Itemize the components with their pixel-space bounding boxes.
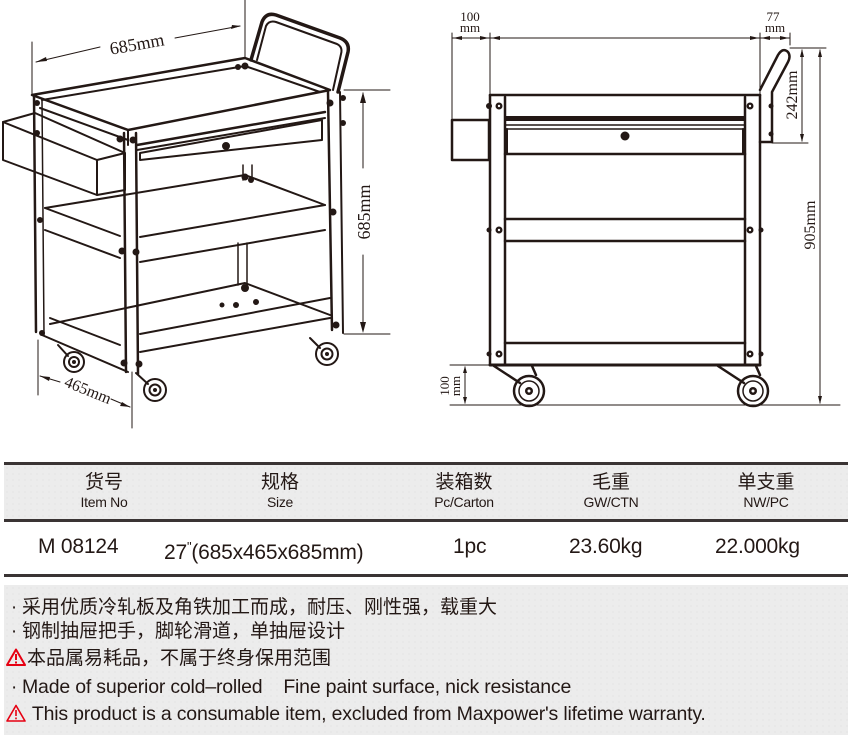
bullet-icon: · <box>10 621 18 642</box>
cell-size: 27"(685x465x685mm) <box>164 534 364 566</box>
dim-handle-offset-value: 77 <box>767 9 781 24</box>
note-item: ·Made of superior cold–rolled Fine paint… <box>6 676 571 698</box>
note-warning: 本品属易耗品，不属于终身保用范围 <box>6 648 331 670</box>
warning-triangle-icon <box>6 648 26 666</box>
note-item: ·采用优质冷轧板及角铁加工而成，耐压、刚性强，载重大 <box>6 597 497 619</box>
bullet-icon: · <box>10 597 18 618</box>
note-text: 钢制抽屉把手，脚轮滑道，单抽屉设计 <box>22 621 346 642</box>
header-pc-carton: 装箱数 Pc/Carton <box>404 472 524 510</box>
header-item-no: 货号 Item No <box>44 472 164 510</box>
table-header-row: 货号 Item No 规格 Size 装箱数 Pc/Carton 毛重 GW/C… <box>4 465 848 519</box>
perspective-view <box>2 0 391 429</box>
dim-handle-offset-unit: mm <box>765 20 785 35</box>
note-text: 本品属易耗品，不属于终身保用范围 <box>27 648 332 669</box>
note-text: 采用优质冷轧板及角铁加工而成，耐压、刚性强，载重大 <box>22 597 498 618</box>
header-size: 规格 Size <box>220 472 340 510</box>
product-notes: ·采用优质冷轧板及角铁加工而成，耐压、刚性强，载重大 ·钢制抽屉把手，脚轮滑道，… <box>4 585 848 735</box>
dim-side-tray-unit: mm <box>460 20 480 35</box>
header-gw-ctn: 毛重 GW/CTN <box>551 472 671 510</box>
cell-nw-pc: 22.000kg <box>715 535 800 558</box>
table-bottom-rule <box>4 574 848 577</box>
dim-caster-unit: mm <box>448 376 463 396</box>
cell-size-mm: (685x465x685mm) <box>191 541 364 564</box>
header-item-no-zh: 货号 <box>84 472 123 493</box>
front-view <box>449 32 841 408</box>
header-pc-carton-en: Pc/Carton <box>434 494 494 510</box>
header-gw-ctn-zh: 毛重 <box>591 472 630 493</box>
header-size-zh: 规格 <box>260 472 299 493</box>
dim-caster-value: 100 <box>437 376 452 396</box>
dim-width-label: 465mm <box>62 374 114 408</box>
bullet-icon: · <box>10 676 18 698</box>
cell-size-inch: 27 <box>164 541 187 564</box>
note-warning: This product is a consumable item, exclu… <box>6 703 706 725</box>
header-pc-carton-zh: 装箱数 <box>435 472 493 493</box>
dim-height-label: 685mm <box>354 184 374 239</box>
note-text: This product is a consumable item, exclu… <box>27 703 706 725</box>
dim-total-height-label: 905mm <box>802 200 819 249</box>
cell-item-no: M 08124 <box>38 535 119 558</box>
cell-size-inch-mark: " <box>186 539 192 554</box>
product-drawing: 685mm 685mm 465mm 100 mm 77 mm 242mm 905… <box>2 0 841 429</box>
header-nw-pc-en: NW/PC <box>743 494 789 510</box>
header-item-no-en: Item No <box>80 494 128 510</box>
dim-handle-height-label: 242mm <box>784 70 801 119</box>
dim-side-tray-value: 100 <box>460 9 480 24</box>
dim-length-label: 685mm <box>108 29 166 58</box>
table-top-rule <box>4 462 848 465</box>
header-gw-ctn-en: GW/CTN <box>583 494 639 510</box>
table-row: M 08124 27"(685x465x685mm) 1pc 23.60kg 2… <box>4 522 848 574</box>
table-header-rule <box>4 519 848 522</box>
header-nw-pc-zh: 单支重 <box>737 472 795 493</box>
cell-pc-carton: 1pc <box>453 535 487 558</box>
warning-triangle-icon <box>6 704 26 722</box>
note-item: ·钢制抽屉把手，脚轮滑道，单抽屉设计 <box>6 621 345 643</box>
header-size-en: Size <box>266 494 294 510</box>
trolley-technical-drawing: 685mm 685mm 465mm 100 mm 77 mm 242mm 905… <box>2 0 841 429</box>
note-text: Made of superior cold–rolled Fine paint … <box>22 676 572 698</box>
cell-gw-ctn: 23.60kg <box>569 535 643 558</box>
header-nw-pc: 单支重 NW/PC <box>706 472 826 510</box>
